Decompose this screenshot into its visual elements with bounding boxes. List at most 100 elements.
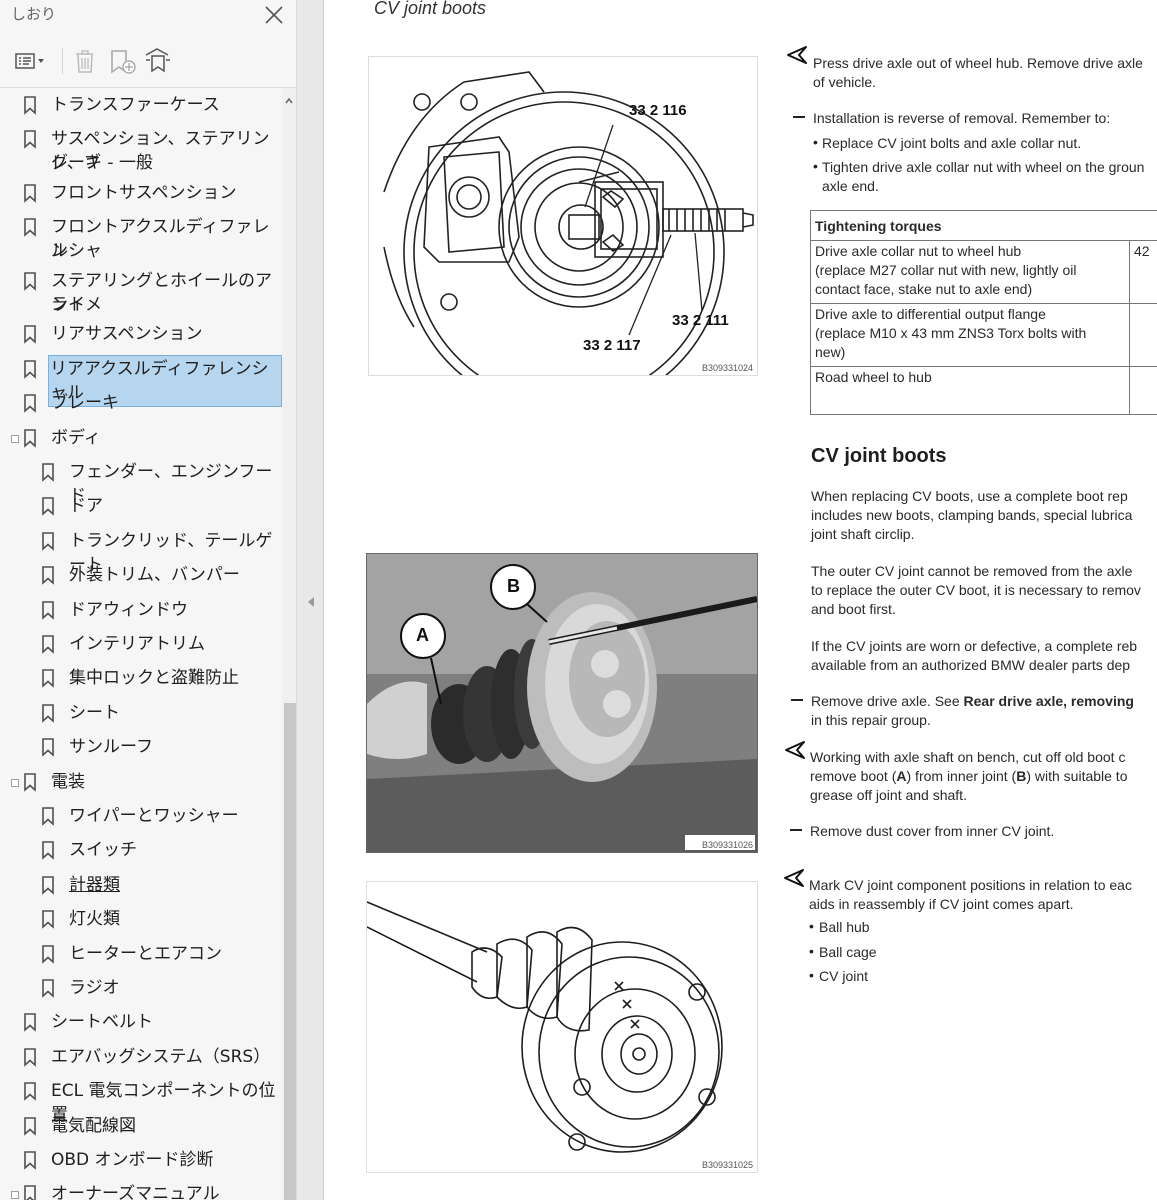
step-text: Installation is reverse of removal. Reme…: [813, 110, 1111, 126]
bookmark-item[interactable]: シートベルト: [0, 1007, 282, 1037]
step-arrow-icon: [787, 46, 807, 64]
find-current-bookmark-icon[interactable]: [142, 46, 176, 76]
bookmark-item[interactable]: ステアリングとホイールのアライメント: [0, 266, 282, 318]
bookmark-item[interactable]: フェンダー、エンジンフード: [0, 457, 282, 506]
bookmark-icon: [24, 772, 36, 792]
step-arrow-icon: [784, 869, 804, 887]
bookmark-label: オーナーズマニュアル: [51, 1184, 220, 1200]
bookmark-icon: [42, 703, 54, 723]
bookmarks-toolbar: [0, 40, 296, 84]
figure-code: B309331024: [701, 363, 753, 373]
close-icon[interactable]: [262, 4, 286, 26]
bookmark-icon: [42, 910, 54, 929]
bookmark-label: トランスファーケース: [51, 95, 220, 115]
bookmark-icon: [24, 271, 36, 291]
tree-expander-icon[interactable]: [11, 434, 19, 443]
bookmark-item[interactable]: 電装: [0, 767, 282, 797]
bookmark-label: エアバッグシステム（SRS）: [51, 1046, 271, 1067]
bookmark-item[interactable]: ラジオ: [0, 973, 282, 1003]
delete-bookmark-icon[interactable]: [68, 46, 102, 76]
bookmark-item[interactable]: サスペンション、ステアリング、ブレーキ - 一般: [0, 124, 282, 176]
table-cell-line: Road wheel to hub: [815, 369, 932, 385]
bookmark-label: ボディ: [51, 427, 101, 448]
bookmark-label: ラジオ: [69, 977, 120, 998]
bookmark-item[interactable]: ブレーキ: [0, 388, 282, 418]
table-cell-value: [1128, 366, 1157, 415]
bookmark-item[interactable]: スイッチ: [0, 835, 282, 865]
bookmark-item[interactable]: ドア: [0, 491, 282, 521]
bookmark-item[interactable]: オーナーズマニュアル: [0, 1179, 282, 1200]
bullet-text: axle end.: [822, 178, 879, 194]
boot-removal-photo: [367, 554, 757, 852]
bookmark-icon: [42, 497, 54, 517]
bookmarks-scrollbar[interactable]: [282, 88, 296, 1200]
bookmark-item[interactable]: ワイパーとワッシャー: [0, 801, 282, 831]
step-text: in this repair group.: [811, 712, 931, 728]
bookmark-item[interactable]: ドアウィンドウ: [0, 595, 282, 625]
bookmark-label: ル: [51, 241, 68, 262]
bookmark-item[interactable]: フロントサスペンション: [0, 178, 282, 208]
bookmark-icon: [42, 600, 54, 620]
step-text: grease off joint and shaft.: [810, 787, 967, 803]
new-bookmark-icon[interactable]: [106, 46, 140, 76]
tree-expander-icon[interactable]: [11, 1191, 19, 1200]
bookmark-icon: [24, 1047, 36, 1067]
scroll-up-arrow-icon[interactable]: [284, 96, 294, 106]
callout-33-2-117: 33 2 117: [583, 337, 641, 354]
bookmark-item[interactable]: フロントアクスルディファレンシャル: [0, 212, 282, 264]
bookmark-label: シートベルト: [51, 1012, 153, 1033]
collapse-panel-arrow-icon[interactable]: [306, 596, 316, 608]
bookmark-item[interactable]: 集中ロックと盗難防止: [0, 663, 282, 693]
cross-reference-link[interactable]: Rear drive axle, removing: [963, 693, 1134, 709]
bookmark-label: フロントサスペンション: [51, 182, 237, 203]
bookmark-icon: [24, 428, 36, 448]
bookmark-label: 計器類: [69, 874, 120, 895]
bookmark-item[interactable]: エアバッグシステム（SRS）: [0, 1042, 282, 1072]
table-cell-line: contact face, stake nut to axle end): [815, 281, 1033, 297]
bookmark-item[interactable]: トランスファーケース: [0, 90, 282, 120]
tree-expander-icon[interactable]: [11, 778, 19, 787]
bookmark-label: シート: [69, 702, 120, 723]
bookmark-icon: [42, 669, 54, 689]
bookmark-item[interactable]: 外装トリム、バンパー: [0, 560, 282, 590]
bookmark-label: ヒーターとエアコン: [69, 943, 222, 964]
bookmarks-panel: しおり: [0, 0, 296, 1200]
bookmark-label: リアアクスルディファレンシャル: [48, 354, 282, 407]
bookmark-label: サスペンション、ステアリング、ブ: [51, 129, 270, 174]
table-row: Drive axle to differential output flange…: [810, 303, 1157, 367]
step-arrow-icon: [785, 741, 805, 759]
bookmark-label: レーキ - 一般: [51, 153, 153, 174]
bookmark-item[interactable]: サンルーフ: [0, 732, 282, 762]
step-dash: [790, 829, 802, 831]
bookmark-item[interactable]: 計器類: [0, 870, 282, 900]
bookmark-item[interactable]: ヒーターとエアコン: [0, 939, 282, 969]
bullet-dot: •: [813, 134, 818, 150]
table-cell-line: Drive axle to differential output flange: [815, 306, 1046, 322]
bookmark-item[interactable]: 灯火類: [0, 904, 282, 934]
figure-code: B309331026: [701, 840, 753, 850]
bookmark-item[interactable]: インテリアトリム: [0, 629, 282, 659]
step-text: of vehicle.: [813, 74, 877, 90]
bookmark-item[interactable]: シート: [0, 698, 282, 728]
bookmark-icon: [24, 359, 36, 379]
bullet-dot: •: [813, 158, 818, 174]
bookmark-item[interactable]: ボディ: [0, 423, 282, 453]
scrollbar-thumb[interactable]: [284, 703, 296, 1200]
bookmark-label: ドアウィンドウ: [69, 599, 188, 620]
bookmark-item[interactable]: OBD オンボード診断: [0, 1145, 282, 1175]
text-run: Remove drive axle. See: [811, 693, 964, 709]
table-row: Road wheel to hub: [810, 366, 1157, 415]
panel-splitter[interactable]: [296, 0, 324, 1200]
bookmark-options-icon[interactable]: [12, 46, 46, 76]
figure-cv-joint-marks: B309331025: [366, 881, 758, 1173]
text-run: ) from inner joint (: [906, 768, 1017, 784]
bookmark-item[interactable]: リアアクスルディファレンシャル: [0, 354, 282, 407]
bookmark-icon: [42, 807, 54, 826]
bookmark-item[interactable]: トランクリッド、テールゲート: [0, 526, 282, 575]
bookmark-item[interactable]: リアサスペンション: [0, 319, 282, 349]
bookmark-item[interactable]: ECL 電気コンポーネントの位置: [0, 1076, 282, 1125]
text-run: B: [1016, 768, 1027, 784]
table-cell-line: new): [815, 344, 846, 360]
bookmark-label: フロントアクスルディファレンシャ: [51, 217, 270, 262]
bookmark-item[interactable]: 電気配線図: [0, 1111, 282, 1141]
